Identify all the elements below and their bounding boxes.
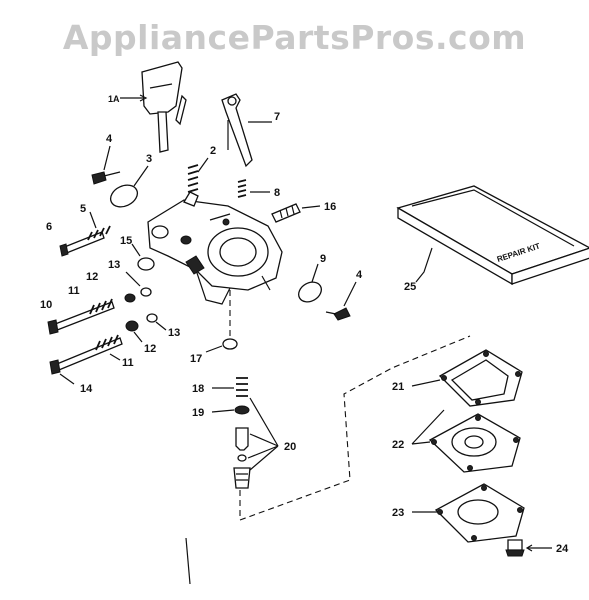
dashed-route-line xyxy=(239,335,471,521)
part-4-screw-left xyxy=(91,145,121,185)
callout-8: 8 xyxy=(274,187,280,199)
callout-21: 21 xyxy=(392,381,404,393)
callout-25: 25 xyxy=(404,281,416,293)
part-23-plate xyxy=(412,483,525,543)
watermark: AppliancePartsPros.com xyxy=(62,18,527,57)
callout-5: 5 xyxy=(80,203,86,215)
callout-24: 24 xyxy=(556,543,569,555)
part-18-spring xyxy=(212,377,248,397)
part-11-spring-lower xyxy=(95,334,121,361)
part-3-disc xyxy=(109,165,149,208)
callout-14: 14 xyxy=(80,383,93,395)
callout-1a: 1A xyxy=(108,94,120,104)
part-25-repair-kit: REPAIR KIT xyxy=(396,185,589,286)
callout-7: 7 xyxy=(274,111,280,123)
part-13-oring-lower xyxy=(146,313,167,331)
part-20-jet-parts xyxy=(233,397,279,489)
callout-23: 23 xyxy=(392,507,404,519)
part-12-washer-upper xyxy=(124,293,136,303)
callout-20: 20 xyxy=(284,441,296,453)
part-8-spring xyxy=(237,179,270,198)
part-11-spring-upper xyxy=(89,298,113,315)
part-21-gasket xyxy=(411,349,523,407)
callout-4-left: 4 xyxy=(106,133,113,145)
part-5-spring xyxy=(87,211,111,241)
part-1a-bracket xyxy=(120,61,187,153)
part-4-screw-right xyxy=(325,281,357,321)
callout-4-right: 4 xyxy=(356,269,363,281)
callout-16: 16 xyxy=(324,201,336,213)
part-6-screw xyxy=(59,231,105,257)
callout-9: 9 xyxy=(320,253,326,265)
part-13-oring-upper xyxy=(125,271,152,297)
callout-17: 17 xyxy=(190,353,202,365)
callout-11-upper: 11 xyxy=(68,285,80,297)
part-22-diaphragm xyxy=(411,409,521,473)
part-2-spring xyxy=(187,157,209,193)
carburetor-body xyxy=(147,191,283,305)
part-14-needle-lower xyxy=(49,337,123,385)
callout-3: 3 xyxy=(146,153,152,165)
callout-11-lower: 11 xyxy=(122,357,134,369)
part-17-gasket xyxy=(205,290,238,353)
callout-2: 2 xyxy=(210,145,216,157)
part-16-fitting xyxy=(271,203,321,223)
part-7-lever xyxy=(221,93,272,168)
part-19-washer xyxy=(211,405,250,415)
part-24-screw xyxy=(505,539,552,557)
callout-12-upper: 12 xyxy=(86,271,98,283)
callout-19: 19 xyxy=(192,407,204,419)
callout-12-lower: 12 xyxy=(144,343,156,355)
callout-15: 15 xyxy=(120,235,132,247)
part-15-plug xyxy=(131,243,155,271)
callout-13-upper: 13 xyxy=(108,259,120,271)
callout-6: 6 xyxy=(46,221,52,233)
stray-mark xyxy=(185,537,191,585)
callout-10: 10 xyxy=(40,299,52,311)
callout-13-lower: 13 xyxy=(168,327,180,339)
part-9-disc xyxy=(298,263,322,303)
callout-22: 22 xyxy=(392,439,404,451)
callout-18: 18 xyxy=(192,383,204,395)
part-12-washer-lower xyxy=(125,320,143,343)
